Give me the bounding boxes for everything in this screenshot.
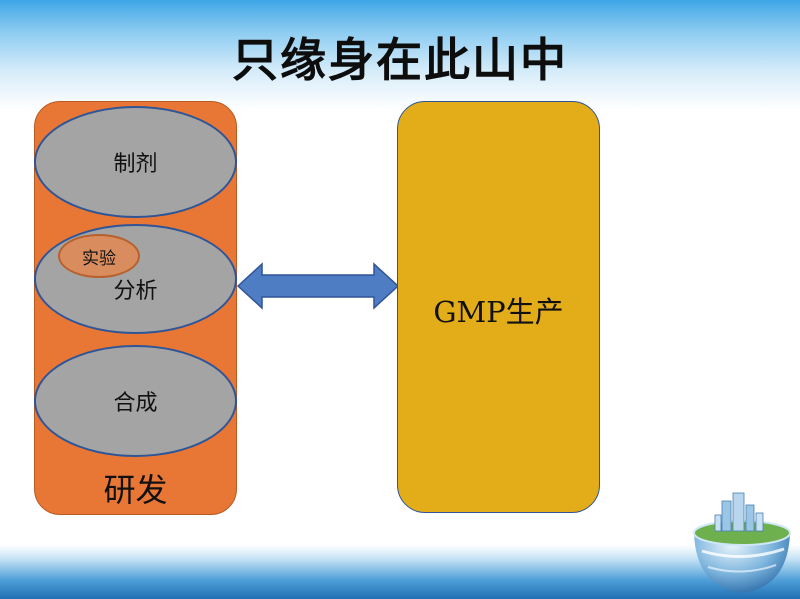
gmp-label: GMP生产 xyxy=(433,295,564,329)
analysis-ellipse: 分析 xyxy=(34,224,237,334)
formulation-label: 制剂 xyxy=(113,152,158,177)
header-gradient xyxy=(0,0,800,110)
formulation-ellipse: 制剂 xyxy=(34,106,237,218)
slide-title: 只缘身在此山中 xyxy=(232,33,568,87)
experiment-oval: 实验 xyxy=(58,234,140,278)
rd-label: 研发 xyxy=(103,471,168,509)
experiment-label: 实验 xyxy=(82,248,116,269)
synthesis-ellipse: 合成 xyxy=(34,345,237,457)
gmp-box: GMP生产 xyxy=(397,101,600,513)
rd-box: 制剂 分析 实验 合成 研发 xyxy=(34,101,237,515)
city-globe-icon xyxy=(693,492,791,593)
analysis-label: 分析 xyxy=(113,279,158,304)
synthesis-label: 合成 xyxy=(113,391,158,416)
double-arrow-icon xyxy=(236,262,400,310)
footer-gradient xyxy=(0,545,800,599)
